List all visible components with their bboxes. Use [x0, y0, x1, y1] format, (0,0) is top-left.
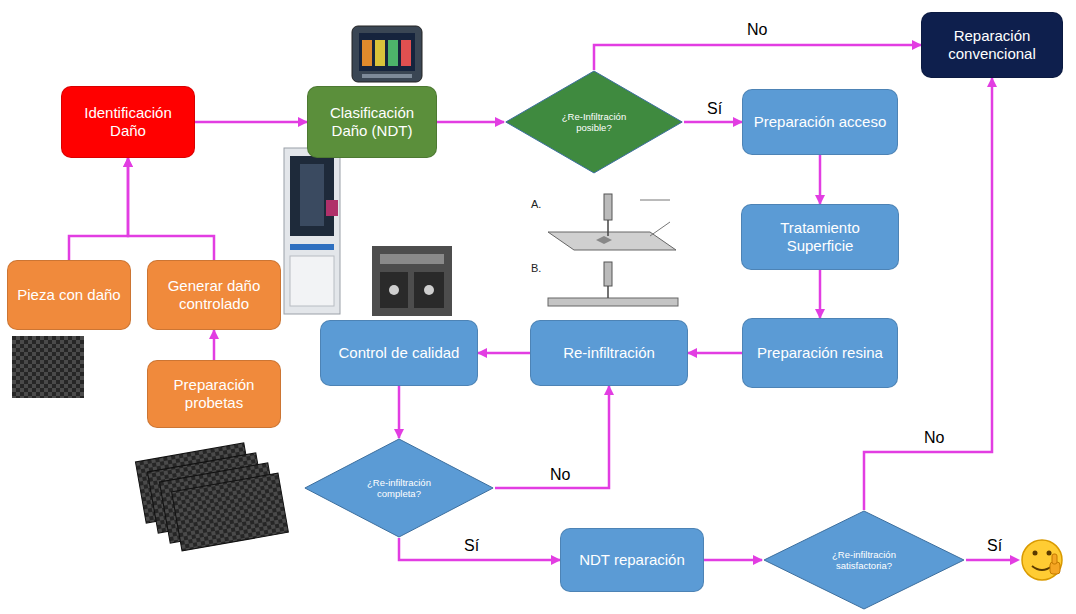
process-box: Preparación resina [742, 318, 898, 388]
flow-arrow [688, 352, 742, 355]
flow-arrow [704, 559, 762, 562]
node-text: ¿Re-Infiltración posible? [556, 111, 632, 134]
carbon-sample [12, 336, 84, 398]
node-text: NDT reparación [579, 551, 685, 569]
node-text: Preparación acceso [754, 113, 887, 131]
damage-box: Identificación Daño [61, 86, 195, 158]
node-text: Identificación Daño [70, 104, 186, 140]
flow-arrow [437, 121, 504, 124]
testing-machine [284, 148, 340, 314]
diamond-shape [764, 511, 964, 609]
flow-arrow [128, 158, 214, 260]
node-text: Clasificación Daño (NDT) [316, 104, 428, 140]
node-text: Tratamiento Superficie [750, 219, 890, 255]
decision-diamond: ¿Re-infiltración completa? [303, 438, 495, 538]
input-box: Preparación probetas [147, 360, 281, 428]
connector-line [966, 559, 1012, 562]
flow-arrow [398, 386, 401, 438]
decision-diamond: ¿Re-infiltración satisfactoria? [762, 510, 966, 610]
branch-label: No [548, 465, 572, 484]
flow-arrow [213, 330, 216, 360]
infiltration-schematic [548, 194, 678, 306]
process-box: Clasificación Daño (NDT) [307, 86, 437, 158]
arrowhead [1010, 555, 1020, 565]
branch-label: Sí [986, 536, 1003, 555]
diamond-shape [305, 439, 493, 537]
diamond-shape [506, 71, 682, 173]
process-box: NDT reparación [560, 528, 704, 592]
thumbs-up-emoji [1022, 540, 1062, 580]
node-text: Control de calidad [339, 344, 460, 362]
input-box: Generar daño controlado [147, 260, 281, 330]
node-text: Reparación convencional [930, 27, 1054, 63]
flow-arrow [195, 121, 307, 124]
ndt-device [352, 26, 422, 82]
node-text: Preparación probetas [156, 376, 272, 412]
quality-photo [372, 246, 452, 316]
branch-label: No [745, 20, 769, 39]
node-text: Re-infiltración [563, 344, 655, 362]
decision-diamond: ¿Re-Infiltración posible? [504, 70, 684, 174]
figure-letter: B. [530, 262, 542, 275]
figure-letter: A. [530, 198, 542, 211]
input-box: Pieza con daño [7, 260, 130, 330]
flow-arrow [819, 270, 822, 318]
flow-arrow [684, 121, 742, 124]
process-box: Reparación convencional [921, 12, 1063, 78]
node-text: Generar daño controlado [156, 277, 272, 313]
specimen-plates [135, 443, 288, 551]
flow-arrow [819, 155, 822, 204]
flow-arrow [69, 158, 128, 260]
node-text: ¿Re-infiltración completa? [359, 477, 440, 500]
process-box: Tratamiento Superficie [741, 204, 899, 270]
branch-label: Sí [705, 99, 724, 118]
process-box: Preparación acceso [742, 89, 898, 155]
branch-label: No [922, 428, 946, 447]
flow-arrow [495, 386, 609, 488]
branch-label: Sí [462, 536, 481, 555]
process-box: Re-infiltración [530, 320, 688, 386]
process-box: Control de calidad [320, 320, 478, 386]
node-text: Preparación resina [757, 344, 883, 362]
node-text: ¿Re-infiltración satisfactoria? [821, 549, 907, 572]
node-text: Pieza con daño [17, 286, 120, 304]
flow-arrow [478, 352, 530, 355]
flow-arrow [594, 45, 921, 70]
